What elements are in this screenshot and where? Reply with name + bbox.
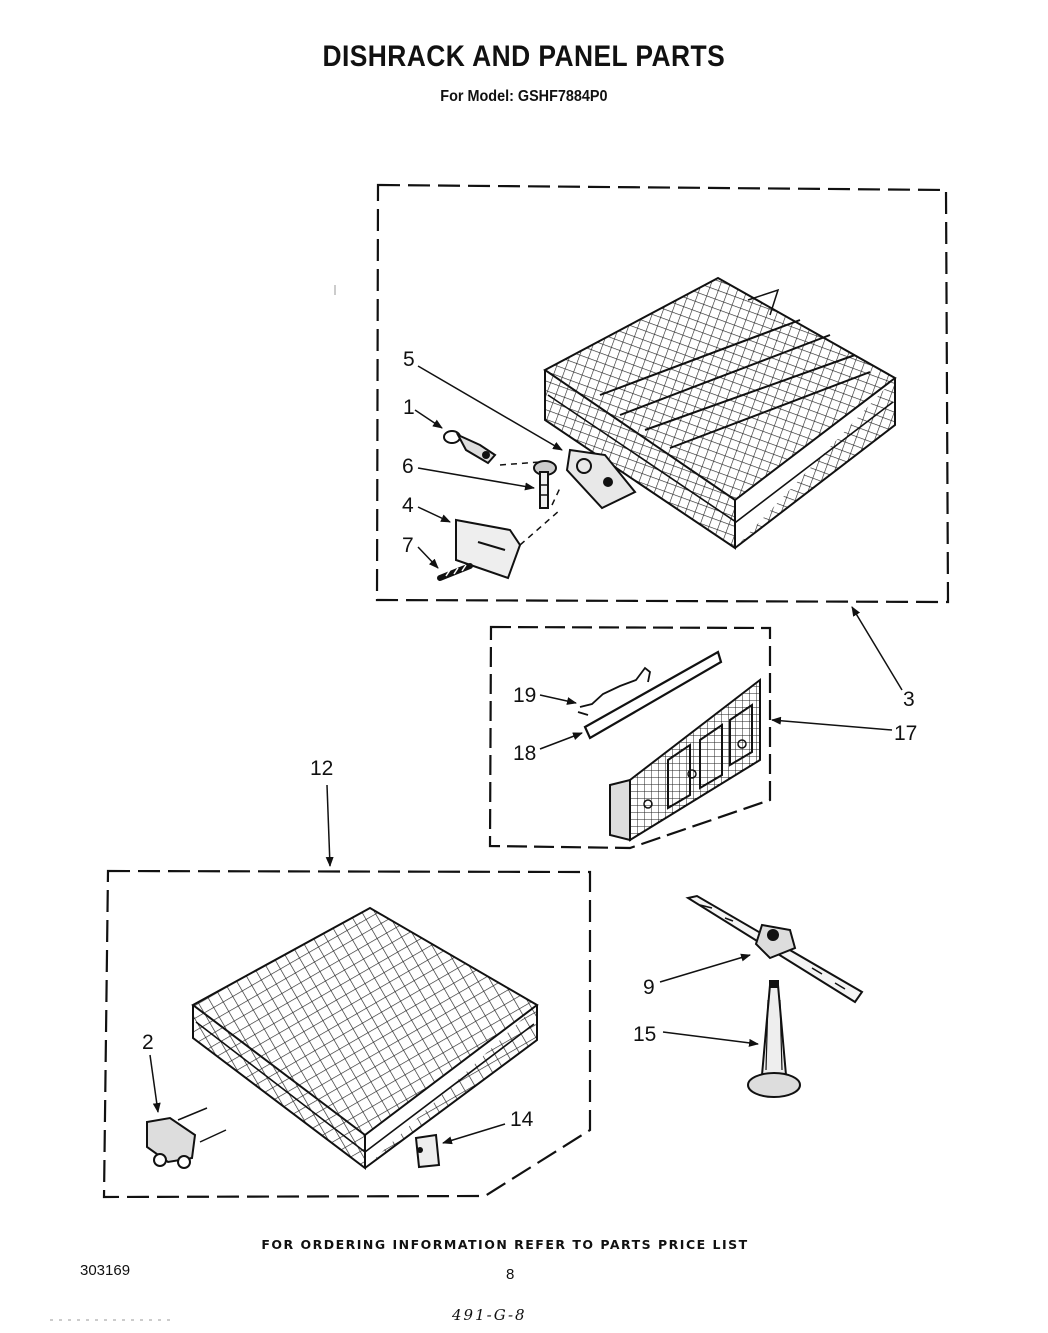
document-number: 303169 [80,1262,131,1279]
part-15-manifold [747,980,801,1098]
lower-dishrack-illustration [191,906,539,1171]
callout-6: 6 [402,455,414,478]
callout-7: 7 [402,534,414,557]
part-7-screw [437,563,473,581]
callout-4: 4 [402,494,414,517]
callout-17: 17 [894,722,917,745]
callout-14: 14 [510,1108,534,1131]
page-title: DISHRACK AND PANEL PARTS [0,40,1048,74]
callout-19: 19 [513,684,536,707]
ordering-note: FOR ORDERING INFORMATION REFER TO PARTS … [261,1237,749,1252]
panel-group: 19 18 17 [488,625,917,850]
callout-18: 18 [513,742,536,765]
spray-arm-group: 9 15 [633,894,864,1098]
handwritten-note: 491-G-8 [452,1306,527,1324]
page-title-text: DISHRACK AND PANEL PARTS [322,40,726,73]
lower-rack-group: 12 2 14 [102,757,592,1199]
callout-3: 3 [903,688,915,711]
model-subtitle: For Model: GSHF7884P0 [0,88,1048,106]
part-6-wheel [533,460,557,509]
part-19-spring [577,666,651,716]
model-subtitle-text: For Model: GSHF7884P0 [440,88,608,105]
part-4-cover [455,518,522,580]
panel-dashed-box [488,625,772,850]
upper-rack-dashed-box [375,183,950,604]
part-14-clip [414,1133,441,1169]
callout-5: 5 [403,348,415,371]
part-1-clip [443,430,497,465]
callout-12: 12 [310,757,333,780]
upper-rack-group: 5 1 6 4 7 3 [375,183,950,711]
callout-1: 1 [403,396,415,419]
part-18-strip [583,650,723,740]
callout-2: 2 [142,1031,154,1054]
callout-9: 9 [643,976,655,999]
page-number: 8 [506,1266,515,1283]
part-2-wheel-bracket [146,1107,227,1169]
part-5-bracket [565,448,637,510]
part-9-spray-arm [685,894,864,1004]
lower-rack-dashed-box [102,869,592,1199]
upper-dishrack-illustration [543,276,897,550]
panel-illustration [609,677,761,842]
callout-15: 15 [633,1023,656,1046]
